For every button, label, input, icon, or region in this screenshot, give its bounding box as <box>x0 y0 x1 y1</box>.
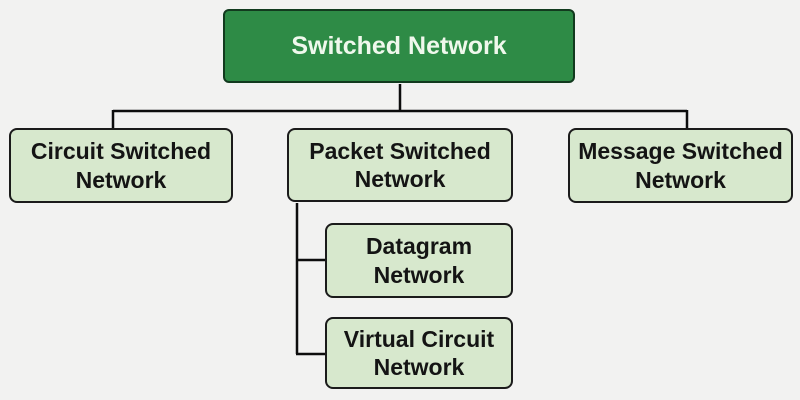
node-switched-network: Switched Network <box>223 9 575 83</box>
node-circuit-switched-network-label: Circuit Switched Network <box>30 138 212 193</box>
node-switched-network-label: Switched Network <box>291 31 507 60</box>
node-virtual-circuit-network-label: Virtual Circuit Network <box>343 325 495 380</box>
node-datagram-network: Datagram Network <box>325 223 513 298</box>
node-datagram-network-label: Datagram Network <box>365 233 473 288</box>
node-message-switched-network-label: Message Switched Network <box>578 138 783 193</box>
node-virtual-circuit-network: Virtual Circuit Network <box>325 317 513 389</box>
node-message-switched-network: Message Switched Network <box>568 128 793 203</box>
node-packet-switched-network: Packet Switched Network <box>287 128 513 202</box>
node-circuit-switched-network: Circuit Switched Network <box>9 128 233 203</box>
node-packet-switched-network-label: Packet Switched Network <box>309 137 491 192</box>
